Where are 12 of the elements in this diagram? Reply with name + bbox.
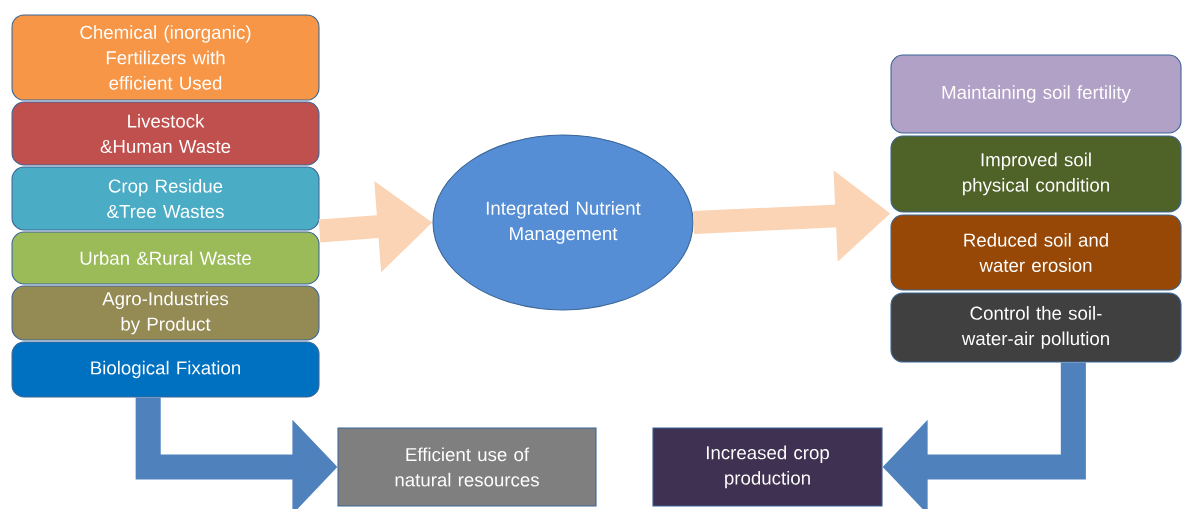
result-box: Increased crop production <box>652 427 883 507</box>
process-box: Crop Residue &Tree Wastes <box>11 166 320 231</box>
process-box: Maintaining soil fertility <box>890 54 1182 134</box>
process-box: Biological Fixation <box>11 341 320 398</box>
process-box: Urban &Rural Waste <box>11 231 320 285</box>
process-box: Livestock &Human Waste <box>11 101 320 166</box>
process-box: Chemical (inorganic) Fertilizers with efficient Used <box>11 14 320 101</box>
result-box: Efficient use of natural resources <box>337 427 597 507</box>
process-box: Control the soil-water-air pollution <box>890 292 1182 363</box>
process-box: Reduced soil and water erosion <box>890 214 1182 291</box>
process-box: Improved soil physical condition <box>890 135 1182 213</box>
process-box: Agro-Industries by Product <box>11 285 320 341</box>
